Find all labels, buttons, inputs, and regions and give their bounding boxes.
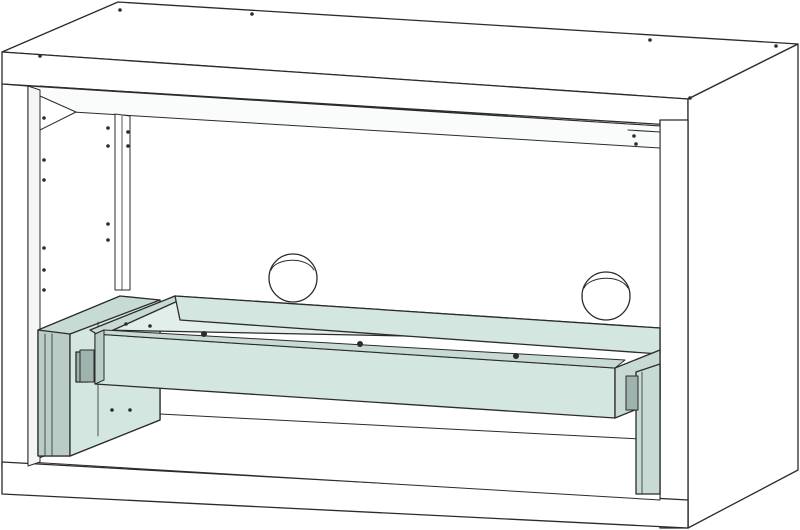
screw-dot-icon — [128, 408, 132, 412]
screw-dot-icon — [106, 144, 110, 148]
screw-dot-icon — [42, 246, 46, 250]
screw-dot-icon — [124, 322, 128, 326]
right-front-edge — [659, 119, 689, 529]
screw-dot-icon — [106, 126, 110, 130]
screw-holes — [38, 8, 778, 412]
screw-dot-icon — [118, 8, 122, 12]
screw-dot-icon — [42, 288, 46, 292]
screw-dot-icon — [106, 238, 110, 242]
screw-dot-icon — [38, 54, 42, 58]
right-side-panel — [687, 43, 799, 529]
screw-dot-icon — [126, 144, 130, 148]
screw-dot-icon — [42, 268, 46, 272]
screw-dot-icon — [648, 38, 652, 42]
screw-dot-icon — [126, 130, 130, 134]
screw-dot-icon — [250, 12, 254, 16]
screw-dot-icon — [42, 178, 46, 182]
drawer-slide-clip-icon — [625, 375, 639, 411]
screw-dot-icon — [201, 331, 207, 337]
left-upright — [114, 113, 131, 291]
right-runner — [625, 363, 661, 495]
screw-dot-icon — [634, 142, 638, 146]
screw-dot-icon — [106, 222, 110, 226]
screw-dot-icon — [513, 353, 519, 359]
screw-dot-icon — [110, 408, 114, 412]
cable-grommet-icon — [268, 253, 318, 303]
screw-dot-icon — [632, 134, 636, 138]
screw-dot-icon — [42, 116, 46, 120]
left-front-edge — [1, 83, 29, 469]
cable-grommet-right — [581, 271, 631, 321]
screw-dot-icon — [688, 96, 692, 100]
screw-dot-icon — [42, 158, 46, 162]
drawer-slide-clip-icon — [79, 349, 95, 383]
cable-grommet-icon — [581, 271, 631, 321]
top-left-bracket — [39, 95, 77, 131]
screw-dot-icon — [774, 44, 778, 48]
screw-dot-icon — [148, 324, 152, 328]
left-side-wall — [27, 85, 41, 467]
cable-grommet-left — [268, 253, 318, 303]
screw-dot-icon — [357, 341, 363, 347]
